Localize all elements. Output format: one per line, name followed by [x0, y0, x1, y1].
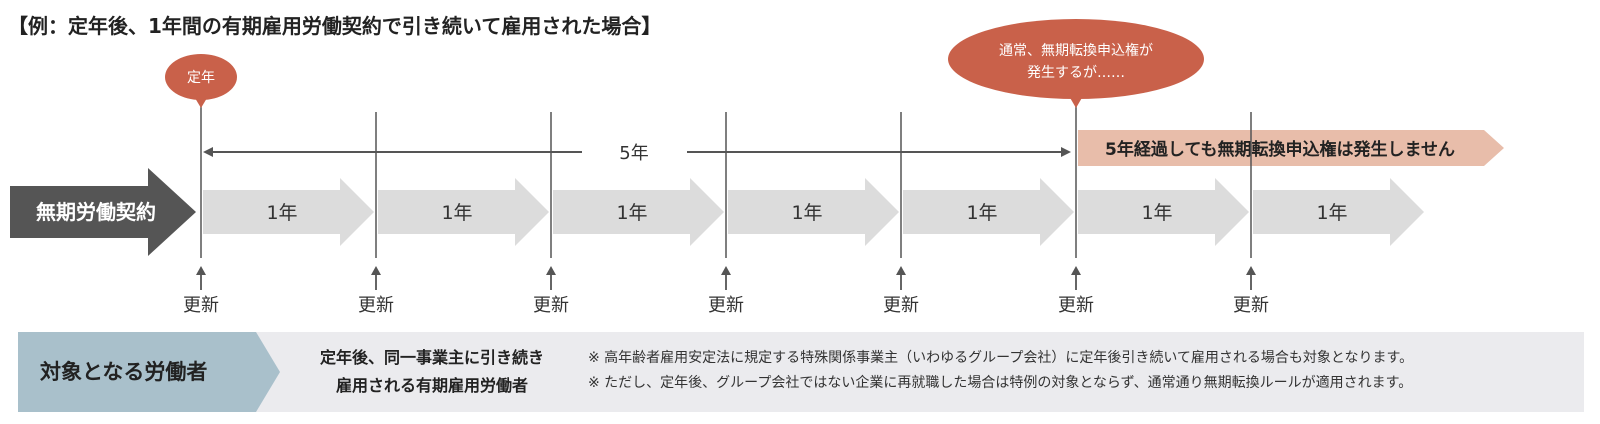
renewal-label-7: 更新 [1233, 295, 1269, 316]
right-bubble-text-line1: 通常、無期転換申込権が [999, 42, 1153, 59]
year-label-6: 1年 [1141, 202, 1172, 224]
target-description-line1: 定年後、同一事業主に引き続き [319, 348, 544, 367]
span-arrowhead-right [1061, 147, 1071, 157]
renewal-1: 更新 [183, 266, 219, 316]
year-arrow-5 [903, 178, 1074, 246]
target-note-2: ※ ただし、定年後、グループ会社ではない企業に再就職した場合は特例の対象とならず… [588, 375, 1413, 391]
year-arrow-4 [728, 178, 899, 246]
retirement-bubble-tail [195, 98, 207, 108]
target-label-box: 対象となる労働者 [18, 332, 280, 412]
year-arrow-7 [1253, 178, 1424, 246]
renewal-label-1: 更新 [183, 295, 219, 316]
renewal-arrows: 更新 更新 更新 更新 更新 [183, 266, 1269, 316]
no-right-banner [1078, 130, 1504, 166]
up-arrow-3-head [546, 266, 556, 275]
retirement-bubble: 定年 [165, 54, 237, 108]
target-notes: ※ 高年齢者雇用安定法に規定する特殊関係事業主（いわゆるグループ会社）に定年後引… [588, 346, 1413, 396]
renewal-3: 更新 [533, 266, 569, 316]
renewal-label-6: 更新 [1058, 295, 1094, 316]
year-label-4: 1年 [791, 202, 822, 224]
renewal-label-2: 更新 [358, 295, 394, 316]
target-label: 対象となる労働者 [40, 360, 208, 384]
span-label: 5年 [619, 143, 648, 164]
year-arrow-2 [378, 178, 549, 246]
right-bubble-text-line2: 発生するが…… [1027, 65, 1125, 81]
diagram-title: 【例：定年後、1年間の有期雇用労働契約で引き続いて雇用された場合】 [8, 14, 662, 38]
renewal-label-3: 更新 [533, 295, 569, 316]
up-arrow-1-head [196, 266, 206, 275]
up-arrow-5-head [896, 266, 906, 275]
renewal-6: 更新 [1058, 266, 1094, 316]
up-arrow-4-head [721, 266, 731, 275]
renewal-2: 更新 [358, 266, 394, 316]
target-label-shape [18, 332, 280, 412]
year-label-5: 1年 [966, 202, 997, 224]
target-description-line2: 雇用される有期雇用労働者 [335, 376, 528, 395]
year-label-7: 1年 [1316, 202, 1347, 224]
target-note-1: ※ 高年齢者雇用安定法に規定する特殊関係事業主（いわゆるグループ会社）に定年後引… [588, 350, 1414, 366]
up-arrow-2-head [371, 266, 381, 275]
year-arrow-1 [203, 178, 374, 246]
timeline-diagram: 無期労働契約 1年 1年 1年 1年 1年 1年 1年 5年経過しても無期転換申… [10, 19, 1504, 316]
up-arrow-7-head [1246, 266, 1256, 275]
renewal-4: 更新 [708, 266, 744, 316]
right-bubble-tail [1069, 96, 1083, 108]
renewal-label-5: 更新 [883, 295, 919, 316]
year-label-1: 1年 [266, 202, 297, 224]
year-arrow-3 [553, 178, 724, 246]
five-year-span: 5年 [203, 143, 1071, 164]
renewal-label-4: 更新 [708, 295, 744, 316]
retirement-bubble-text: 定年 [187, 70, 215, 86]
renewal-5: 更新 [883, 266, 919, 316]
contract-label: 無期労働契約 [36, 200, 156, 224]
no-right-banner-text: 5年経過しても無期転換申込権は発生しません [1105, 139, 1455, 160]
year-label-2: 1年 [441, 202, 472, 224]
right-bubble: 通常、無期転換申込権が 発生するが…… [948, 19, 1204, 108]
right-bubble-shape [948, 19, 1204, 99]
retirement-bubble-shape [165, 54, 237, 100]
up-arrow-6-head [1071, 266, 1081, 275]
year-arrow-6 [1078, 178, 1249, 246]
renewal-markers [200, 106, 1252, 258]
span-arrowhead-left [203, 147, 213, 157]
year-label-3: 1年 [616, 202, 647, 224]
year-periods: 1年 1年 1年 1年 1年 1年 1年 [203, 178, 1424, 246]
renewal-7: 更新 [1233, 266, 1269, 316]
target-description: 定年後、同一事業主に引き続き 雇用される有期雇用労働者 [282, 344, 582, 400]
target-worker-panel: 対象となる労働者 定年後、同一事業主に引き続き 雇用される有期雇用労働者 ※ 高… [18, 332, 1584, 412]
contract-arrow [10, 168, 196, 256]
